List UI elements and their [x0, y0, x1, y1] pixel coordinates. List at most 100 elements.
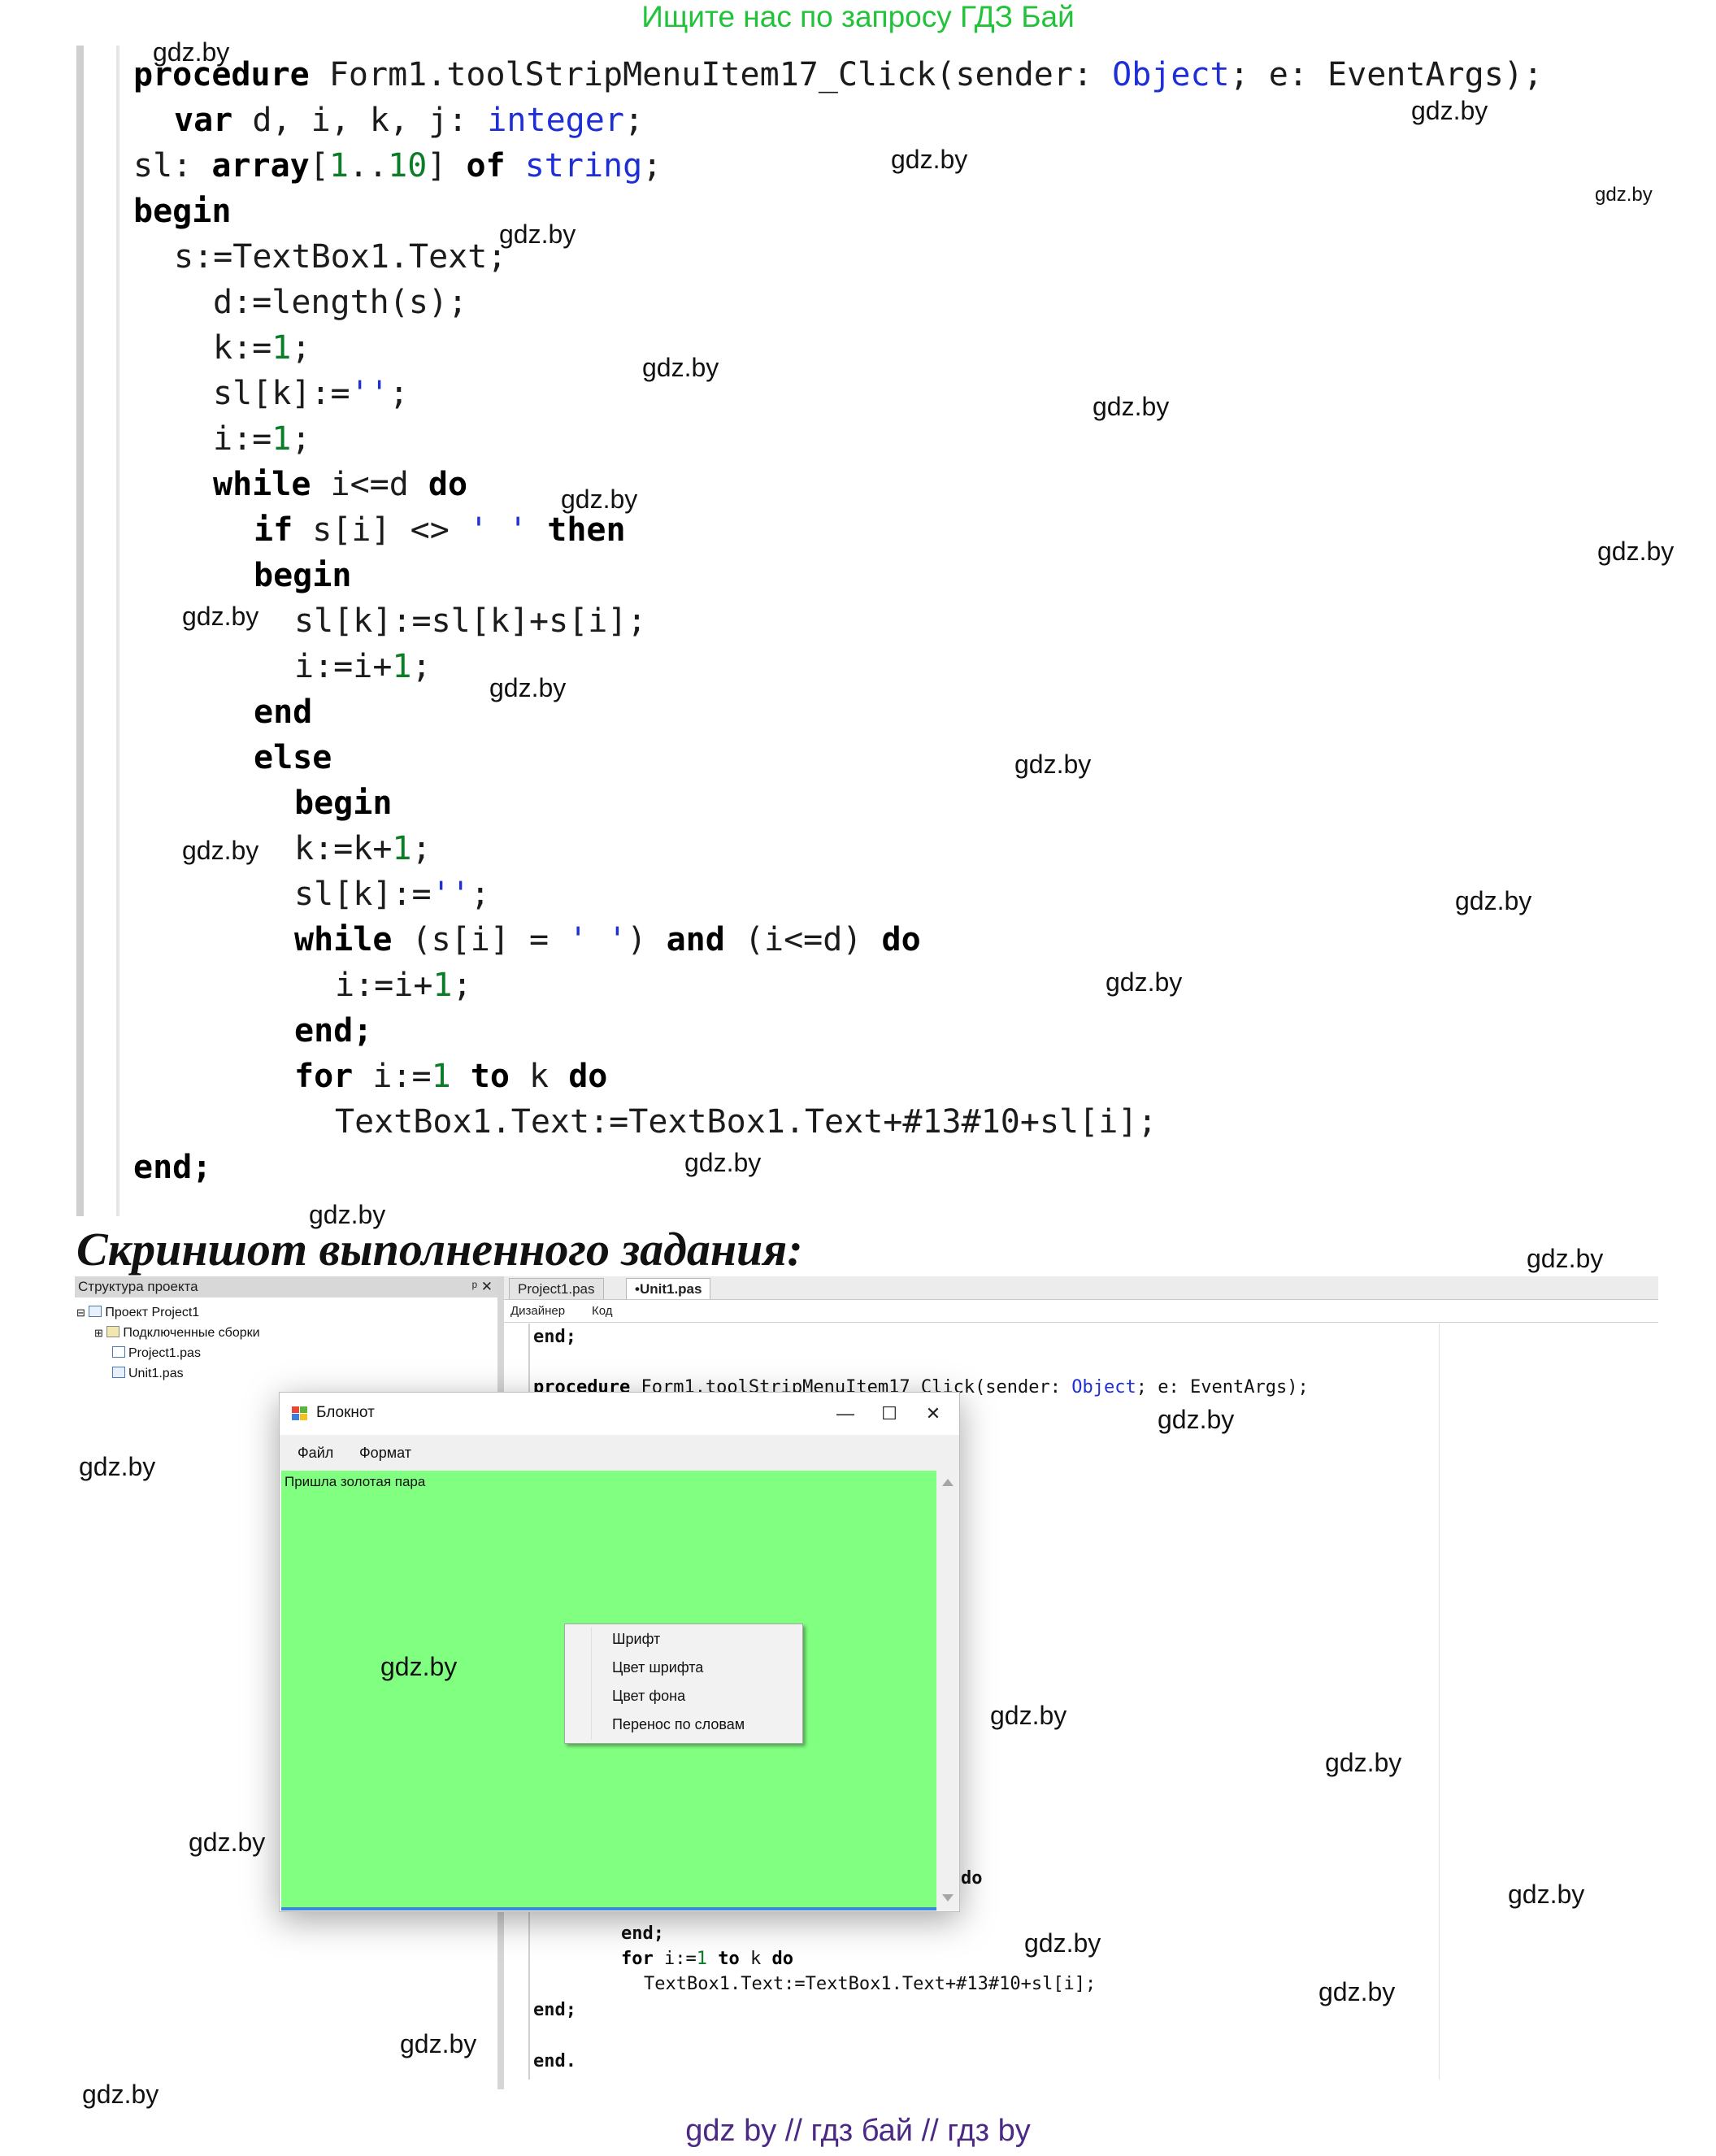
watermark: gdz.by [489, 673, 567, 702]
menu-item-bg-color[interactable]: Цвет фона [612, 1688, 686, 1704]
app-icon [292, 1406, 307, 1420]
code-line: begin [254, 557, 352, 594]
notepad-titlebar[interactable]: Блокнот — ☐ ✕ [280, 1393, 959, 1435]
code-line: sl[k]:=''; [294, 876, 490, 913]
view-tabs: Дизайнер Код [504, 1301, 1658, 1323]
menu-format[interactable]: Формат [359, 1445, 411, 1461]
code-line: sl[k]:=''; [213, 375, 409, 412]
watermark: gdz.by [189, 1828, 266, 1857]
project-icon [89, 1306, 102, 1317]
code-line: begin [133, 193, 232, 230]
code-line: end [254, 693, 313, 731]
code-line: while i<=d do [213, 466, 468, 503]
code-line: end; [294, 1012, 373, 1050]
code-gutter-line [116, 46, 119, 1216]
file-icon [112, 1346, 125, 1358]
watermark: gdz.by [561, 485, 638, 514]
watermark: gdz.by [1158, 1405, 1235, 1434]
code-line: var d, i, k, j: integer; [174, 102, 644, 139]
close-button[interactable]: ✕ [925, 1403, 941, 1424]
watermark: gdz.by [1106, 967, 1183, 997]
code-line: procedure Form1.toolStripMenuItem17_Clic… [133, 56, 1543, 93]
watermark: gdz.by [1455, 886, 1532, 915]
code-line: while (s[i] = ' ') and (i<=d) do [294, 921, 921, 958]
watermark: gdz.by [1325, 1748, 1402, 1777]
code-line: else [254, 739, 332, 776]
menu-file[interactable]: Файл [298, 1445, 334, 1461]
code-gutter-bar [76, 46, 84, 1216]
code-line: if s[i] <> ' ' then [254, 511, 626, 549]
code-line: i:=i+1; [335, 967, 472, 1004]
maximize-button[interactable]: ☐ [881, 1403, 897, 1424]
watermark: gdz.by [891, 145, 968, 174]
tree-item-references[interactable]: ⊞ Подключенные сборки [94, 1326, 260, 1340]
code-listing: procedure Form1.toolStripMenuItem17_Clic… [76, 46, 1621, 1216]
tab-code[interactable]: Код [592, 1304, 613, 1318]
minimize-button[interactable]: — [836, 1403, 854, 1424]
collapse-icon[interactable]: ⊟ [76, 1306, 85, 1319]
code-line: begin [294, 785, 393, 822]
tree-item-unit1-pas[interactable]: Unit1.pas [112, 1367, 184, 1381]
code-line: end; [133, 1149, 212, 1186]
watermark: gdz.by [499, 220, 576, 249]
watermark: gdz.by [1014, 750, 1092, 779]
code-line: k:=k+1; [294, 830, 432, 867]
code-line: s:=TextBox1.Text; [174, 238, 507, 276]
folder-icon [106, 1326, 120, 1337]
watermark: gdz.by [684, 1148, 762, 1177]
code-line: for i:=1 to k do [294, 1058, 608, 1095]
editor-line: end; [621, 1923, 664, 1944]
format-context-menu: Шрифт Цвет шрифта Цвет фона Перенос по с… [564, 1624, 803, 1744]
code-line: k:=1; [213, 329, 311, 367]
panel-pin-close-icon[interactable]: ᵖ ✕ [471, 1279, 493, 1294]
scroll-down-icon[interactable] [942, 1894, 954, 1902]
watermark: gdz.by [642, 353, 719, 382]
screenshot-heading: Скриншот выполненного задания: [76, 1223, 803, 1276]
tree-item-project[interactable]: ⊟ Проект Project1 [76, 1306, 200, 1319]
menu-item-font[interactable]: Шрифт [612, 1631, 661, 1647]
panel-title-text: Структура проекта [78, 1279, 198, 1294]
expand-icon[interactable]: ⊞ [94, 1327, 103, 1339]
banner-bottom: gdz by // гдз бай // гдз by [685, 2114, 1031, 2148]
code-line: TextBox1.Text:=TextBox1.Text+#13#10+sl[i… [335, 1103, 1158, 1141]
editor-line: end; [533, 1327, 576, 1347]
watermark: gdz.by [182, 836, 259, 865]
notepad-menubar: Файл Формат [280, 1435, 959, 1471]
watermark: gdz.by [309, 1200, 386, 1229]
code-line: d:=length(s); [213, 284, 468, 321]
banner-top: Ищите нас по запросу ГДЗ Бай [641, 0, 1075, 33]
code-line: sl: array[1..10] of string; [133, 147, 663, 185]
tab-designer[interactable]: Дизайнер [510, 1304, 566, 1318]
editor-margin-line [1439, 1324, 1440, 2080]
tab-project1-pas[interactable]: Project1.pas [509, 1278, 604, 1299]
watermark: gdz.by [1411, 96, 1488, 125]
watermark: gdz.by [1597, 537, 1675, 566]
watermark: gdz.by [182, 602, 259, 631]
scroll-up-icon[interactable] [942, 1479, 954, 1486]
editor-line: end; [533, 2000, 576, 2020]
watermark: gdz.by [1318, 1977, 1396, 2006]
tab-unit1-pas[interactable]: •Unit1.pas [626, 1278, 711, 1299]
code-line: i:=1; [213, 420, 311, 458]
editor-line: do [961, 1868, 983, 1889]
file-tabs: Project1.pas •Unit1.pas [504, 1276, 1658, 1300]
editor-line: TextBox1.Text:=TextBox1.Text+#13#10+sl[i… [644, 1974, 1097, 1994]
panel-title: Структура проекта ᵖ ✕ [75, 1276, 497, 1298]
menu-gutter [591, 1628, 592, 1740]
form-file-icon [112, 1367, 125, 1378]
vertical-scrollbar[interactable] [936, 1471, 958, 1910]
window-title: Блокнот [316, 1404, 375, 1421]
menu-item-font-color[interactable]: Цвет шрифта [612, 1659, 704, 1676]
watermark: gdz.by [82, 2080, 159, 2109]
menu-item-word-wrap[interactable]: Перенос по словам [612, 1716, 745, 1732]
text-content: Пришла золотая пара [285, 1474, 426, 1489]
code-line: sl[k]:=sl[k]+s[i]; [294, 602, 647, 640]
code-line: i:=i+1; [294, 648, 432, 685]
watermark: gdz.by [1508, 1880, 1585, 1909]
watermark: gdz.by [1024, 1928, 1101, 1958]
watermark: gdz.by [990, 1701, 1067, 1730]
watermark: gdz.by [79, 1452, 156, 1481]
watermark: gdz.by [380, 1652, 458, 1681]
tree-item-project1-pas[interactable]: Project1.pas [112, 1346, 201, 1361]
watermark: gdz.by [153, 37, 230, 67]
